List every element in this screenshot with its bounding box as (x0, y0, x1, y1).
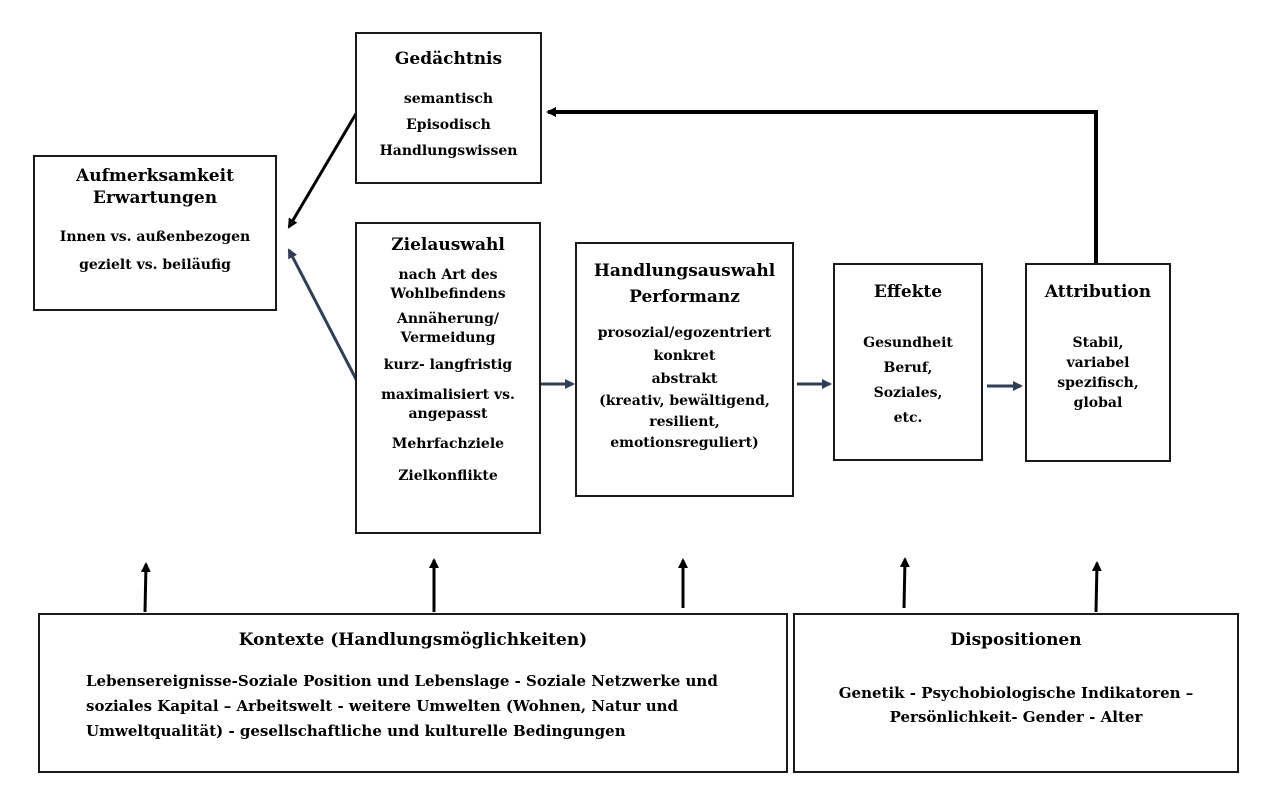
zielauswahl-line: Wohlbefindens (390, 286, 506, 302)
kontexte-line: Lebensereignisse-Soziale Position und Le… (86, 672, 718, 690)
box-attribution-title: Attribution (1044, 282, 1152, 302)
box-dispositionen-title: Dispositionen (950, 630, 1082, 650)
zielauswahl-line: Vermeidung (400, 330, 496, 346)
zielauswahl-line: Mehrfachziele (391, 436, 505, 452)
gedaechtnis-line: Episodisch (406, 117, 491, 133)
box-zielauswahl: Zielauswahl nach Art des Wohlbefindens A… (355, 222, 541, 534)
box-dispositionen: Dispositionen Genetik - Psychobiologisch… (793, 613, 1239, 773)
box-gedaechtnis-title: Gedächtnis (394, 49, 503, 69)
dispositionen-line: Persönlichkeit- Gender - Alter (889, 708, 1143, 726)
arrow-gedaechtnis-to-aufmerksamkeit (287, 111, 359, 229)
attribution-line: Stabil, (1072, 335, 1124, 351)
attribution-line: global (1073, 395, 1123, 411)
effekte-line: Gesundheit (863, 335, 953, 351)
arrow-dispositionen-up-2 (1091, 561, 1102, 613)
effekte-line: Beruf, (883, 360, 933, 376)
zielauswahl-line: angepasst (408, 406, 488, 422)
zielauswahl-line: maximalisiert vs. (381, 387, 515, 403)
handlungsauswahl-line: (kreativ, bewältigend, (599, 393, 770, 409)
dispositionen-line: Genetik - Psychobiologische Indikatoren … (838, 684, 1194, 702)
arrow-kontexte-up-1 (140, 562, 151, 613)
box-aufmerksamkeit-title-2: Erwartungen (92, 188, 218, 208)
aufmerksamkeit-line: Innen vs. außenbezogen (59, 229, 251, 245)
gedaechtnis-line: Handlungswissen (379, 143, 518, 159)
handlungsauswahl-line: resilient, (649, 414, 720, 430)
kontexte-line: Umweltqualität) - gesellschaftliche und … (86, 722, 626, 740)
box-aufmerksamkeit-title-1: Aufmerksamkeit (76, 166, 234, 186)
zielauswahl-line: kurz- langfristig (383, 357, 513, 373)
box-effekte-title: Effekte (873, 282, 943, 302)
handlungsauswahl-line: konkret (653, 348, 716, 364)
effekte-line: Soziales, (873, 385, 943, 401)
box-handlungsauswahl: Handlungsauswahl Performanz prosozial/eg… (575, 242, 794, 497)
box-handlungsauswahl-title-1: Handlungsauswahl (593, 261, 776, 281)
box-handlungsauswahl-title-2: Performanz (629, 287, 740, 307)
box-kontexte: Kontexte (Handlungsmöglichkeiten) Lebens… (38, 613, 788, 773)
gedaechtnis-line: semantisch (403, 91, 494, 107)
handlungsauswahl-line: emotionsreguliert) (610, 435, 759, 451)
zielauswahl-line: nach Art des (398, 267, 498, 283)
arrow-attribution-to-gedaechtnis (546, 107, 1098, 263)
handlungsauswahl-line: prosozial/egozentriert (597, 325, 772, 341)
zielauswahl-line: Zielkonflikte (398, 468, 498, 484)
arrow-zielauswahl-to-aufmerksamkeit (287, 248, 359, 382)
box-kontexte-title: Kontexte (Handlungsmöglichkeiten) (238, 630, 588, 650)
kontexte-line: soziales Kapital – Arbeitswelt - weitere… (86, 697, 679, 715)
box-attribution: Attribution Stabil, variabel spezifisch,… (1025, 263, 1171, 462)
box-gedaechtnis: Gedächtnis semantisch Episodisch Handlun… (355, 32, 542, 184)
handlungsauswahl-line: abstrakt (651, 371, 718, 387)
box-zielauswahl-title: Zielauswahl (391, 235, 505, 255)
box-aufmerksamkeit: Aufmerksamkeit Erwartungen Innen vs. auß… (33, 155, 277, 311)
attribution-line: spezifisch, (1057, 375, 1139, 391)
zielauswahl-line: Annäherung/ (396, 311, 499, 327)
effekte-line: etc. (893, 410, 923, 426)
aufmerksamkeit-line: gezielt vs. beiläufig (79, 257, 231, 273)
arrow-dispositionen-up-1 (899, 557, 910, 609)
box-effekte: Effekte Gesundheit Beruf, Soziales, etc. (833, 263, 983, 461)
attribution-line: variabel (1066, 355, 1130, 371)
